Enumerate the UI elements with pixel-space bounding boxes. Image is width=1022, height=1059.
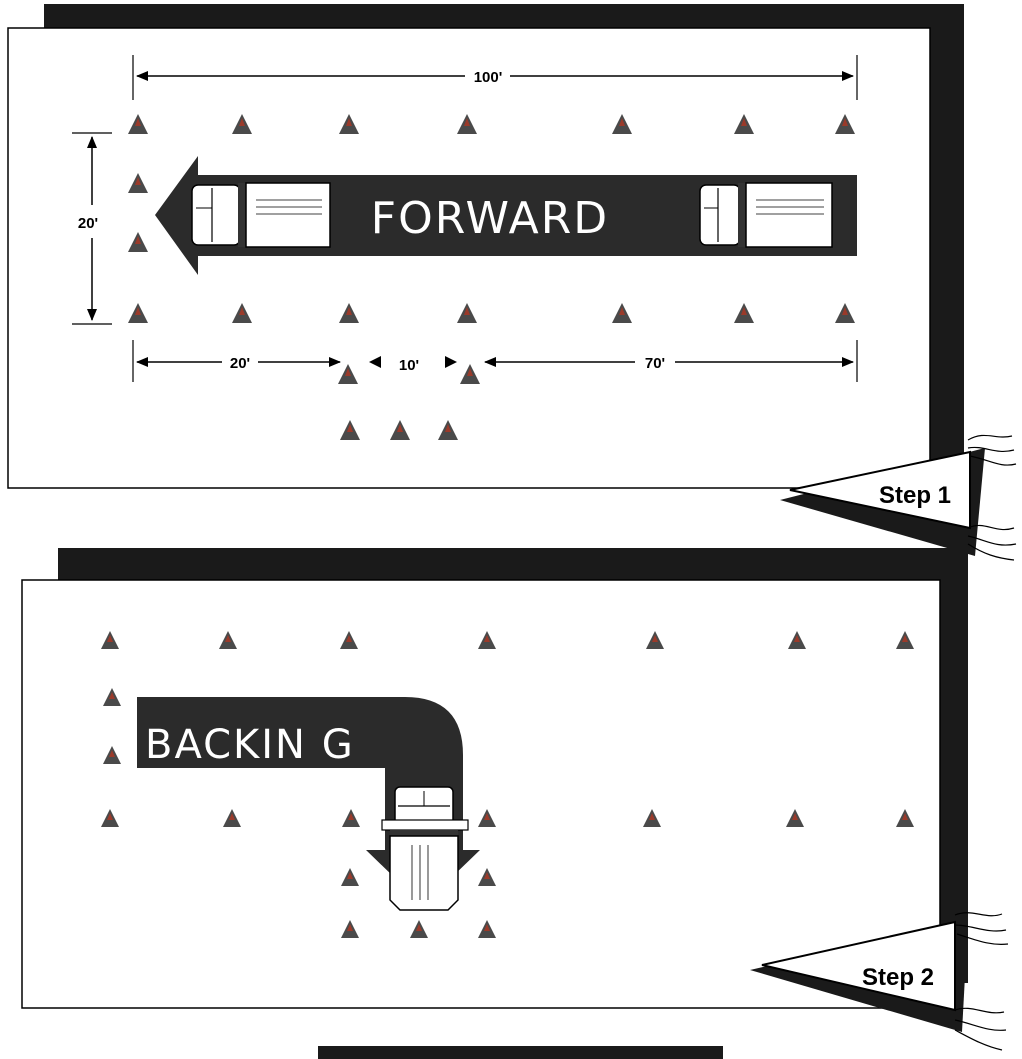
- dimension-entry-offset: 20': [230, 355, 250, 372]
- panel-card: [7, 27, 931, 489]
- dimension-total-length: 100': [474, 69, 503, 86]
- dimension-arrow-icon: [369, 356, 381, 368]
- panel-step-1: 100' 20': [7, 4, 964, 489]
- step-1-banner: Step 1: [780, 434, 1017, 561]
- pennant-flag-icon: [954, 912, 1009, 1051]
- direction-label-backing: BACKIN G: [145, 722, 355, 768]
- truck-icon: [381, 786, 469, 911]
- dimension-remaining: 70': [645, 355, 665, 372]
- step-2-label: Step 2: [862, 964, 934, 991]
- dimension-lane-width: 20': [78, 215, 98, 232]
- panel-step-2: BACKIN G: [21, 548, 968, 1009]
- pennant-flag-icon: [967, 434, 1017, 561]
- direction-label-forward: FORWARD: [371, 193, 609, 244]
- truck-icon: [699, 182, 833, 248]
- step-1-label: Step 1: [879, 482, 951, 509]
- dimension-arrow-icon: [445, 356, 457, 368]
- panel-3-shadow: [318, 1046, 723, 1059]
- dimension-gap: 10': [399, 357, 419, 374]
- step-2-banner: Step 2: [750, 912, 1009, 1051]
- truck-icon: [191, 182, 331, 248]
